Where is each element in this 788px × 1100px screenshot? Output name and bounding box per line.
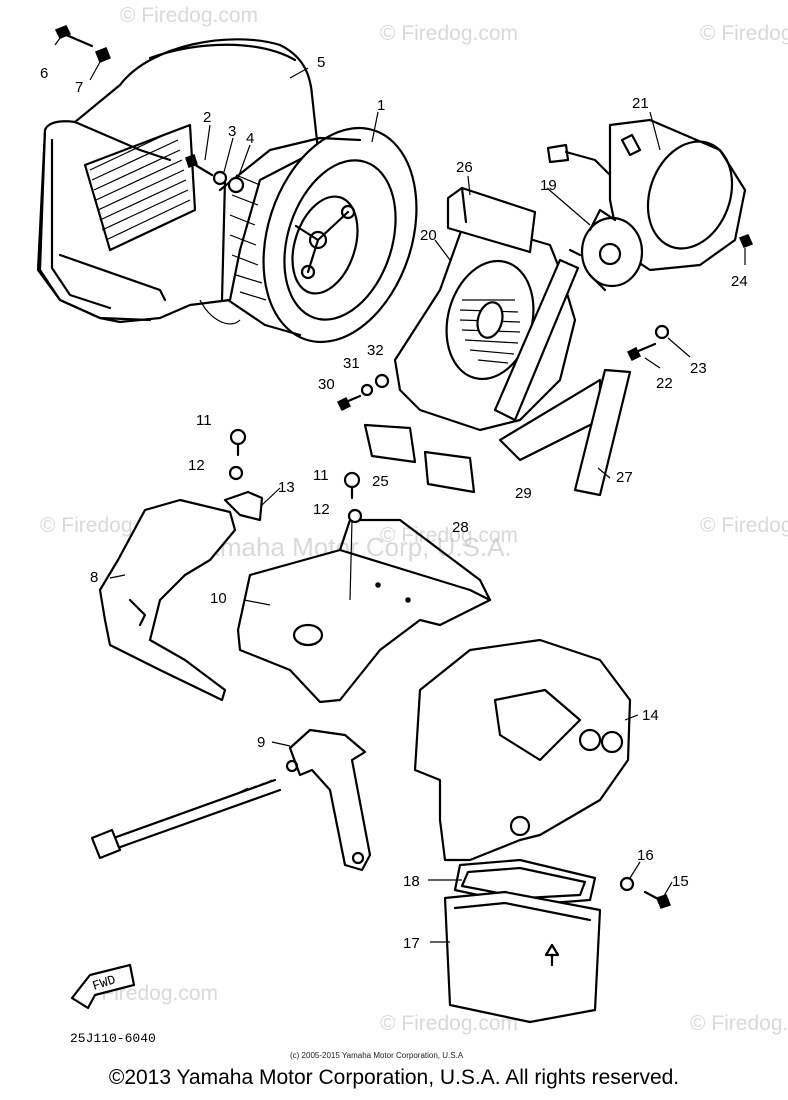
callout-label: 2 [203, 109, 211, 126]
callout-label: 17 [403, 935, 420, 952]
callout-label: 5 [317, 54, 325, 71]
fan-motor [546, 118, 754, 292]
callout-label: 29 [515, 485, 532, 502]
callout-label: 19 [540, 177, 557, 194]
callout-label: 18 [403, 873, 420, 890]
small-hardware-right [336, 324, 670, 412]
air-shroud [36, 38, 320, 325]
fwd-arrow: FWD [70, 963, 136, 1010]
leader-lines [54, 37, 746, 943]
small-hardware-middle [223, 428, 363, 601]
callout-label: 12 [313, 501, 330, 518]
callout-label: 3 [228, 123, 236, 140]
callout-label: 20 [420, 227, 437, 244]
watermark-text: © Firedog.com [380, 1012, 518, 1035]
callout-label: 4 [246, 130, 254, 147]
callout-label: 21 [632, 95, 649, 112]
fan-cover [393, 186, 602, 462]
watermark-text: © Firedog.com [700, 514, 788, 537]
callout-label: 10 [210, 590, 227, 607]
watermark-text: © Firedog.com [380, 22, 518, 45]
side-cover-left [98, 498, 237, 702]
diagram-code: 25J110-6040 [70, 1031, 156, 1046]
callout-label: 12 [188, 457, 205, 474]
callout-label: 16 [637, 847, 654, 864]
callout-label: 23 [690, 360, 707, 377]
small-hardware-top-left [54, 25, 245, 194]
watermark-text: © Firedog.com [700, 22, 788, 45]
callout-label: 7 [75, 79, 83, 96]
lower-cover [236, 518, 492, 704]
small-copyright: (c) 2005-2015 Yamaha Motor Corporation, … [290, 1051, 464, 1060]
callout-label: 24 [731, 273, 748, 290]
watermark-text: © Firedog.com [120, 4, 258, 27]
callout-label: 28 [452, 519, 469, 536]
callout-label: 26 [456, 159, 473, 176]
callout-label: 13 [278, 479, 295, 496]
pads-and-seal [363, 368, 632, 497]
callout-label: 11 [196, 412, 212, 429]
callout-label: 27 [616, 469, 633, 486]
cooling-fan [218, 126, 418, 344]
airbox [443, 858, 671, 1024]
bracket-and-bolt [90, 728, 372, 872]
callout-label: 11 [313, 467, 329, 484]
callout-label: 30 [318, 376, 335, 393]
callout-label: 25 [372, 473, 389, 490]
callout-label: 1 [377, 97, 385, 114]
callout-label: 32 [367, 342, 384, 359]
callout-label: 8 [90, 569, 98, 586]
airbox-cover [413, 638, 632, 862]
callout-label: 9 [257, 734, 265, 751]
fwd-label: FWD [91, 972, 118, 994]
callout-label: 6 [40, 65, 48, 82]
callout-label: 14 [642, 707, 659, 724]
watermark-text: © Firedog.com [690, 1012, 788, 1035]
callout-label: 22 [656, 375, 673, 392]
callout-label: 15 [672, 873, 689, 890]
callout-layer: 1 2 3 4 5 6 7 8 9 10 11 11 12 12 13 14 1… [40, 54, 748, 952]
footer-copyright: ©2013 Yamaha Motor Corporation, U.S.A. A… [108, 1066, 680, 1089]
callout-label: 31 [343, 355, 360, 372]
